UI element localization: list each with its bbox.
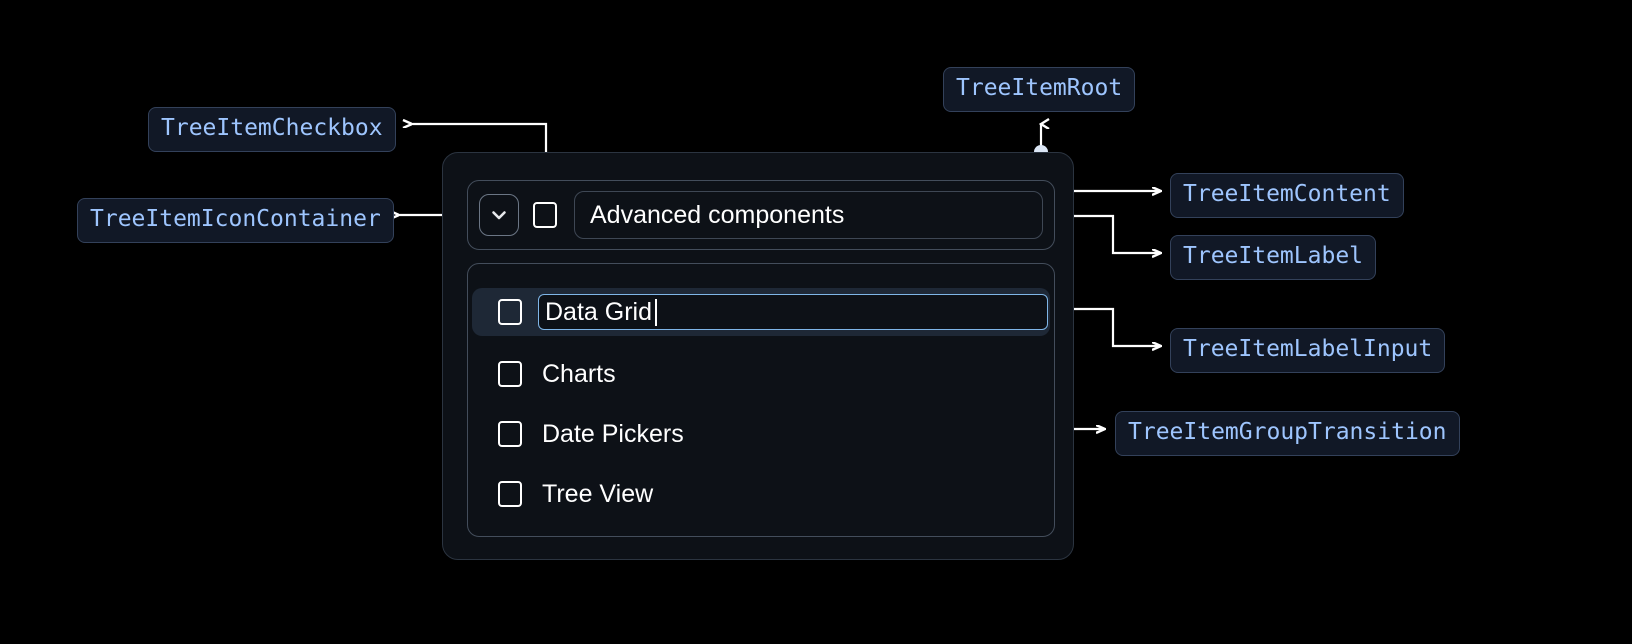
tree-item-label-text: Charts	[542, 359, 616, 388]
annotation-tree-item-group-transition: TreeItemGroupTransition	[1115, 411, 1460, 456]
tree-item-group-transition: Data Grid Charts Date Pickers Tree View	[467, 263, 1055, 537]
tree-item-label-input-value: Data Grid	[545, 297, 652, 326]
annotation-tree-item-checkbox: TreeItemCheckbox	[148, 107, 396, 152]
annotation-tree-item-label-input: TreeItemLabelInput	[1170, 328, 1446, 373]
tree-item-row-0[interactable]: Data Grid	[472, 288, 1050, 336]
tree-item-label-input[interactable]: Data Grid	[538, 294, 1048, 330]
wire-tree-item-label-input	[1041, 307, 1160, 346]
annotation-tree-item-root: TreeItemRoot	[943, 67, 1136, 112]
checkbox-unchecked-icon[interactable]	[498, 361, 522, 387]
chevron-down-icon	[492, 211, 506, 220]
checkbox-unchecked-icon[interactable]	[498, 421, 522, 447]
annotation-tree-item-label: TreeItemLabel	[1170, 235, 1377, 280]
checkbox-unchecked-icon[interactable]	[498, 481, 522, 507]
tree-item-row-1[interactable]: Charts	[468, 352, 1054, 396]
tree-item-content[interactable]: Advanced components	[467, 180, 1055, 250]
annotation-tree-item-icon-container: TreeItemIconContainer	[77, 198, 394, 243]
tree-item-row-3[interactable]: Tree View	[468, 472, 1054, 516]
text-caret	[654, 298, 657, 326]
tree-item-label-text: Advanced components	[590, 200, 845, 229]
tree-item-label[interactable]: Advanced components	[574, 191, 1043, 239]
tree-item-label-text: Date Pickers	[542, 419, 684, 448]
tree-item-label-text: Tree View	[542, 479, 654, 508]
wire-tree-item-label	[1041, 214, 1160, 253]
tree-item-root[interactable]: Advanced components Data Grid Charts Dat…	[442, 152, 1074, 560]
tree-item-icon-container[interactable]	[479, 194, 519, 236]
checkbox-unchecked-icon	[533, 202, 557, 228]
checkbox-unchecked-icon[interactable]	[498, 299, 522, 325]
tree-item-row-2[interactable]: Date Pickers	[468, 412, 1054, 456]
tree-item-checkbox[interactable]	[527, 194, 563, 236]
annotation-tree-item-content: TreeItemContent	[1170, 173, 1404, 218]
